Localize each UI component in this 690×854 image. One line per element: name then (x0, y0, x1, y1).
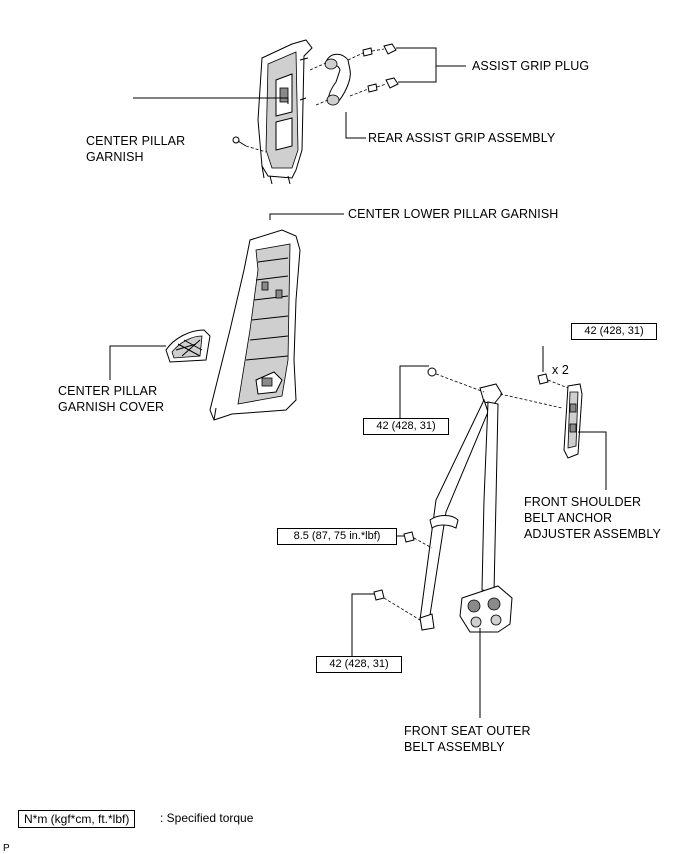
front-shoulder-belt-label-line2: BELT ANCHOR (524, 511, 613, 525)
upper-anchor-torque-leader (399, 365, 429, 418)
center-pillar-garnish-cover-leader (109, 345, 166, 380)
legend-unit-box: N*m (kgf*cm, ft.*lbf) (18, 810, 136, 828)
garnish-screw (232, 136, 267, 153)
center-pillar-garnish-cover-label-line1: CENTER PILLAR (58, 384, 158, 398)
front-shoulder-belt-label-line3: ADJUSTER ASSEMBLY (524, 527, 661, 541)
rear-assist-grip-leader (345, 112, 366, 139)
center-pillar-garnish-cover-part (165, 329, 211, 363)
front-seat-outer-belt-part (419, 383, 513, 633)
torque-box-upper-anchor: 42 (428, 31) (363, 418, 449, 435)
center-pillar-garnish-cover-label-line2: GARNISH COVER (58, 400, 165, 414)
assist-grip-plug-leader (396, 47, 466, 83)
front-seat-outer-belt-label-line2: BELT ASSEMBLY (404, 740, 505, 754)
front-shoulder-belt-label-line1: FRONT SHOULDER (524, 495, 642, 509)
rear-assist-grip-assembly-label: REAR ASSIST GRIP ASSEMBLY (368, 131, 556, 145)
torque-box-upper-right: 42 (428, 31) (571, 323, 657, 340)
center-lower-pillar-garnish-part (209, 229, 301, 421)
front-shoulder-leader (578, 431, 607, 490)
quantity-x2-label: x 2 (552, 363, 569, 377)
center-pillar-garnish-label-line1: CENTER PILLAR (86, 134, 186, 148)
center-pillar-garnish-leader (133, 97, 289, 104)
center-lower-pillar-garnish-leader (269, 213, 344, 220)
center-pillar-garnish-label-line2: GARNISH (86, 150, 144, 164)
torque-box-lower: 42 (428, 31) (316, 656, 402, 673)
center-lower-pillar-garnish-label: CENTER LOWER PILLAR GARNISH (348, 207, 559, 221)
corner-mark: P (3, 843, 10, 854)
lower-torque-leader (351, 593, 374, 656)
rear-assist-grip-part (309, 53, 351, 106)
front-seat-outer-belt-label-line1: FRONT SEAT OUTER (404, 724, 531, 738)
assist-grip-plug-label: ASSIST GRIP PLUG (472, 59, 590, 73)
legend-description: : Specified torque (160, 811, 254, 825)
center-pillar-garnish-part (257, 39, 313, 185)
front-shoulder-belt-anchor-part (563, 383, 583, 459)
seat-belt-bolts (373, 367, 569, 621)
torque-box-middle: 8.5 (87, 75 in.*lbf) (277, 528, 397, 545)
assist-grip-plugs (347, 43, 399, 97)
